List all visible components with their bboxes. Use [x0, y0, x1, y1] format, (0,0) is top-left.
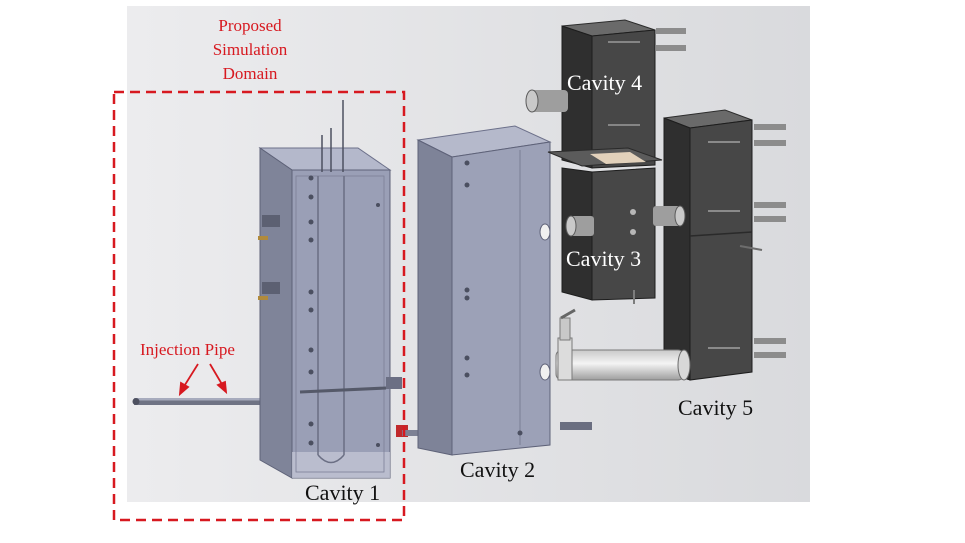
cavity-2-label: Cavity 2 [460, 457, 536, 482]
cavity-5-label: Cavity 5 [678, 395, 754, 420]
cavity-5-body [653, 109, 786, 381]
simulation-domain-boundary [112, 90, 406, 522]
cavity-3-body [561, 167, 656, 304]
injection-arrows [178, 363, 228, 397]
cavity-2-body [416, 125, 592, 456]
separator-plate [547, 147, 663, 167]
injection-pipe-label: Injection Pipe [140, 340, 235, 359]
cavity-1-label: Cavity 1 [305, 480, 381, 505]
cavity-3-label: Cavity 3 [566, 246, 642, 271]
proposed-domain-label: Proposed Simulation Domain [212, 16, 288, 83]
cavity-4-body [525, 19, 686, 169]
cavity-4-label: Cavity 4 [567, 70, 643, 95]
connecting-pipe [555, 308, 691, 381]
connector-1-2 [402, 430, 432, 436]
cavity-1-body [258, 100, 408, 479]
injection-pipe [132, 398, 286, 405]
